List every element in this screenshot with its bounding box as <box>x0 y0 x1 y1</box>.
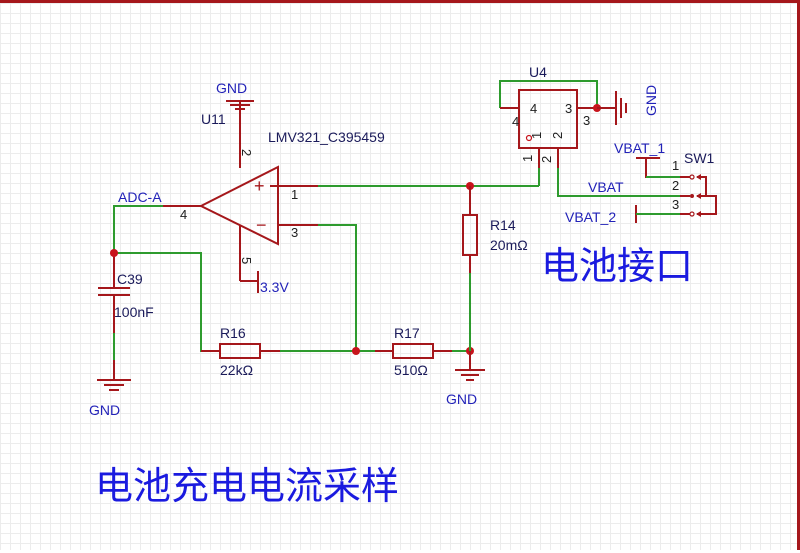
sw1-arrow-2 <box>696 193 701 199</box>
resistor-r17[interactable] <box>375 343 452 359</box>
u4-body <box>518 89 578 149</box>
schematic-svg: GND U11 LMV321_C395459 2 + − 1 3 4 5 3.3… <box>89 64 717 508</box>
sw1-pin1-num: 1 <box>672 158 679 173</box>
pin3-feedback-wire[interactable] <box>318 224 357 351</box>
resistor-r14[interactable] <box>462 186 478 273</box>
sw1-link-12 <box>697 176 707 197</box>
junction-inverting <box>352 347 360 355</box>
opamp-plus-sign: + <box>254 176 265 196</box>
c39-value: 100nF <box>114 304 154 320</box>
u4-pin1-marker <box>525 134 533 142</box>
u4-inner-pin4: 4 <box>530 101 537 116</box>
charge-current-sampling-title: 电池充电电流采样 <box>95 464 399 508</box>
sw1-contact-2 <box>690 194 694 198</box>
sw1-link-3 <box>697 195 717 215</box>
gnd-label-top: GND <box>216 80 247 96</box>
opamp-minus-sign: − <box>256 215 267 235</box>
u11-pin3-num: 3 <box>291 225 298 240</box>
r14-body <box>462 214 478 256</box>
u11-pin1-num: 1 <box>291 187 298 202</box>
r17-body <box>392 343 434 359</box>
u4-pin4-pin3-wire[interactable] <box>499 80 598 108</box>
u11-part: LMV321_C395459 <box>268 129 385 145</box>
gnd-symbol-u11[interactable] <box>226 100 254 168</box>
vbat1-label: VBAT_1 <box>614 140 665 156</box>
sw1-ref: SW1 <box>684 150 715 166</box>
u4-pin1-num: 1 <box>520 155 535 162</box>
gnd-label-r17: GND <box>446 391 477 407</box>
adc-label: ADC-A <box>118 189 162 205</box>
opamp-u11[interactable]: + − <box>163 165 318 282</box>
junction-adc <box>110 249 118 257</box>
u11-pin5-num: 5 <box>239 257 254 264</box>
u11-pin2-num: 2 <box>239 149 254 156</box>
sw1-contact-1 <box>689 174 695 180</box>
vcc-label: 3.3V <box>260 279 289 295</box>
r16-body <box>219 343 261 359</box>
sw1-pin3-num: 3 <box>672 197 679 212</box>
r16-ref: R16 <box>220 325 246 341</box>
r17-value: 510Ω <box>394 362 428 378</box>
u4-inner-pin3: 3 <box>565 101 572 116</box>
r16-value: 22kΩ <box>220 362 253 378</box>
feedback-wire-left[interactable] <box>114 252 210 352</box>
sw1-pin2-num: 2 <box>672 178 679 193</box>
vbat1-lead <box>645 158 660 178</box>
gnd-symbol-r17[interactable] <box>455 351 485 381</box>
u4-pin4-num: 4 <box>512 114 519 129</box>
sw1-arrow-3 <box>696 211 701 217</box>
capacitor-c39[interactable] <box>98 253 130 333</box>
gnd-symbol-c39[interactable] <box>97 360 131 391</box>
sw1-contact-3 <box>689 211 695 217</box>
u4-pin2-num: 2 <box>539 156 554 163</box>
u4-ref: U4 <box>529 64 547 80</box>
c39-ref: C39 <box>117 271 143 287</box>
u11-ref: U11 <box>201 111 226 127</box>
sw1-arrow-1 <box>696 174 701 180</box>
u11-pin4-num: 4 <box>180 207 187 222</box>
vbat-wire[interactable] <box>557 168 690 197</box>
vbat2-label: VBAT_2 <box>565 209 616 225</box>
r14-value: 20mΩ <box>490 237 528 253</box>
u4-inner-pin2: 2 <box>550 132 565 139</box>
switch-sw1[interactable] <box>680 174 717 217</box>
gnd-symbol-u4[interactable] <box>597 91 627 125</box>
adc-wire[interactable] <box>113 205 163 253</box>
u4-pin3-num: 3 <box>583 113 590 128</box>
gnd-label-c39: GND <box>89 402 120 418</box>
battery-interface-title: 电池接口 <box>541 244 693 288</box>
resistor-r16[interactable] <box>201 343 280 359</box>
r14-ref: R14 <box>490 217 516 233</box>
r17-ref: R17 <box>394 325 420 341</box>
u4-inner-pin1: 1 <box>529 132 544 139</box>
gnd-label-u4: GND <box>643 85 659 116</box>
vbat-label: VBAT <box>588 179 624 195</box>
